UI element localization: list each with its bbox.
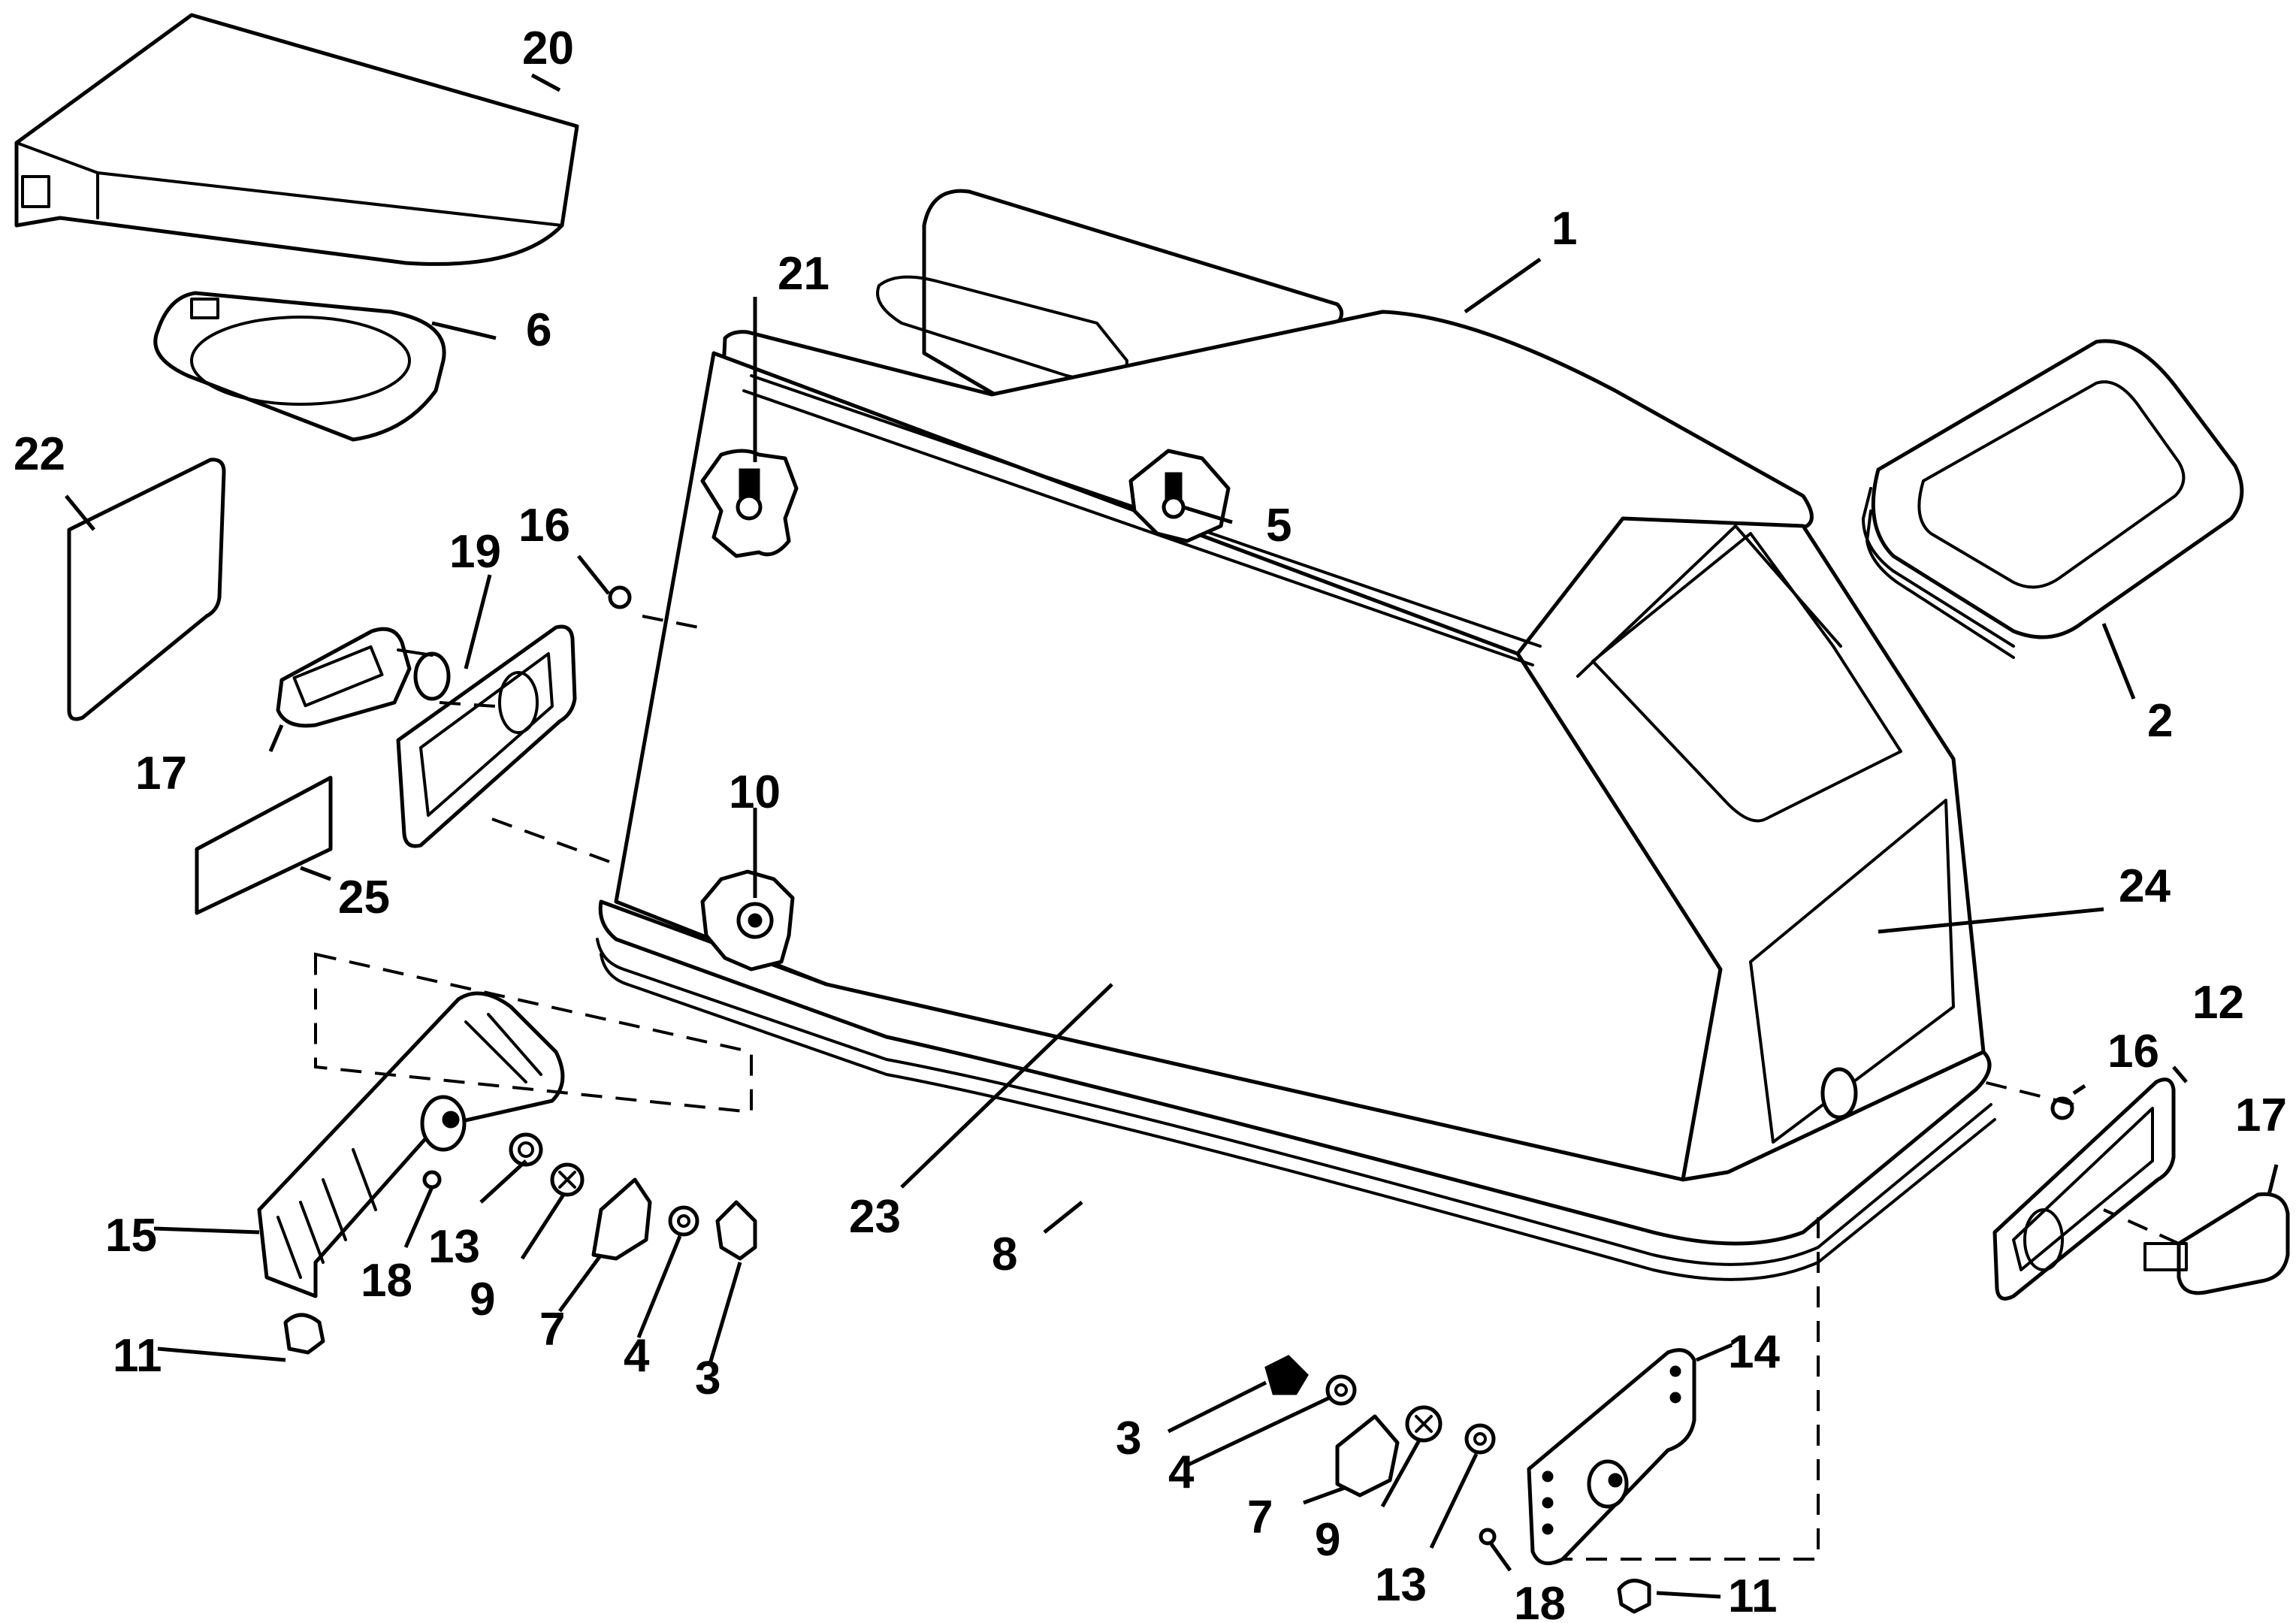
- screw-16-left: [608, 585, 632, 609]
- callout-22: 22: [14, 428, 65, 480]
- callout-10: 10: [729, 766, 781, 818]
- decal-25: [195, 775, 333, 915]
- callout-17-left: 17: [135, 748, 187, 799]
- callout-7-right: 7: [1247, 1492, 1273, 1543]
- air-intake-cover: [14, 13, 579, 266]
- hardware-left: [283, 1132, 757, 1355]
- latch-handle-right: [2143, 1192, 2290, 1295]
- callout-18-right: 18: [1514, 1578, 1566, 1623]
- bracket-left: [257, 991, 565, 1298]
- callout-9-right: 9: [1315, 1514, 1340, 1566]
- callout-16-right: 16: [2107, 1026, 2159, 1077]
- callout-24: 24: [2119, 860, 2171, 912]
- callout-3-left: 3: [695, 1352, 721, 1404]
- callout-15: 15: [105, 1210, 157, 1262]
- leader-lines: [65, 73, 2279, 1599]
- callout-13-left: 13: [428, 1221, 480, 1273]
- callout-9-left: 9: [470, 1274, 495, 1325]
- callout-4-left: 4: [624, 1330, 650, 1382]
- callout-8: 8: [992, 1229, 1017, 1280]
- callout-11-left: 11: [113, 1330, 162, 1382]
- callout-1: 1: [1551, 203, 1577, 255]
- hardware-right: [1264, 1355, 1651, 1614]
- assembly-lines: [314, 615, 2180, 1561]
- callout-13-right: 13: [1375, 1559, 1427, 1611]
- latch-handle-left: [276, 627, 451, 728]
- decal-22: [67, 458, 226, 721]
- bracket-right: [1527, 1348, 1696, 1566]
- lower-knob: [700, 869, 795, 972]
- callout-6: 6: [526, 304, 551, 356]
- intake-seal-plate: [153, 291, 446, 442]
- callout-2: 2: [2147, 695, 2173, 747]
- callout-4-right: 4: [1168, 1446, 1195, 1498]
- callout-labels: 1 2 3 3 4 4 5 6 7 7 8 9 9 10 11 11 12 13…: [14, 23, 2287, 1623]
- callout-20: 20: [522, 23, 574, 74]
- upper-knob: [700, 449, 799, 558]
- callout-17-right: 17: [2235, 1090, 2287, 1141]
- rear-grille: [1862, 339, 2244, 659]
- callout-5: 5: [1266, 500, 1292, 552]
- callout-3-right: 3: [1116, 1413, 1141, 1464]
- callout-23: 23: [849, 1191, 901, 1243]
- callout-14: 14: [1728, 1326, 1780, 1378]
- callout-11-right: 11: [1728, 1570, 1778, 1622]
- callout-7-left: 7: [539, 1304, 565, 1356]
- latch-plate-left: [396, 624, 577, 848]
- callout-16-left: 16: [518, 500, 570, 552]
- callout-25: 25: [338, 872, 390, 923]
- callout-18-left: 18: [361, 1255, 412, 1307]
- motor-cover: [596, 189, 1996, 1281]
- callout-21: 21: [778, 248, 829, 300]
- latch-plate-right: [1992, 1077, 2176, 1301]
- callout-19: 19: [449, 526, 501, 578]
- callout-12: 12: [2192, 977, 2244, 1029]
